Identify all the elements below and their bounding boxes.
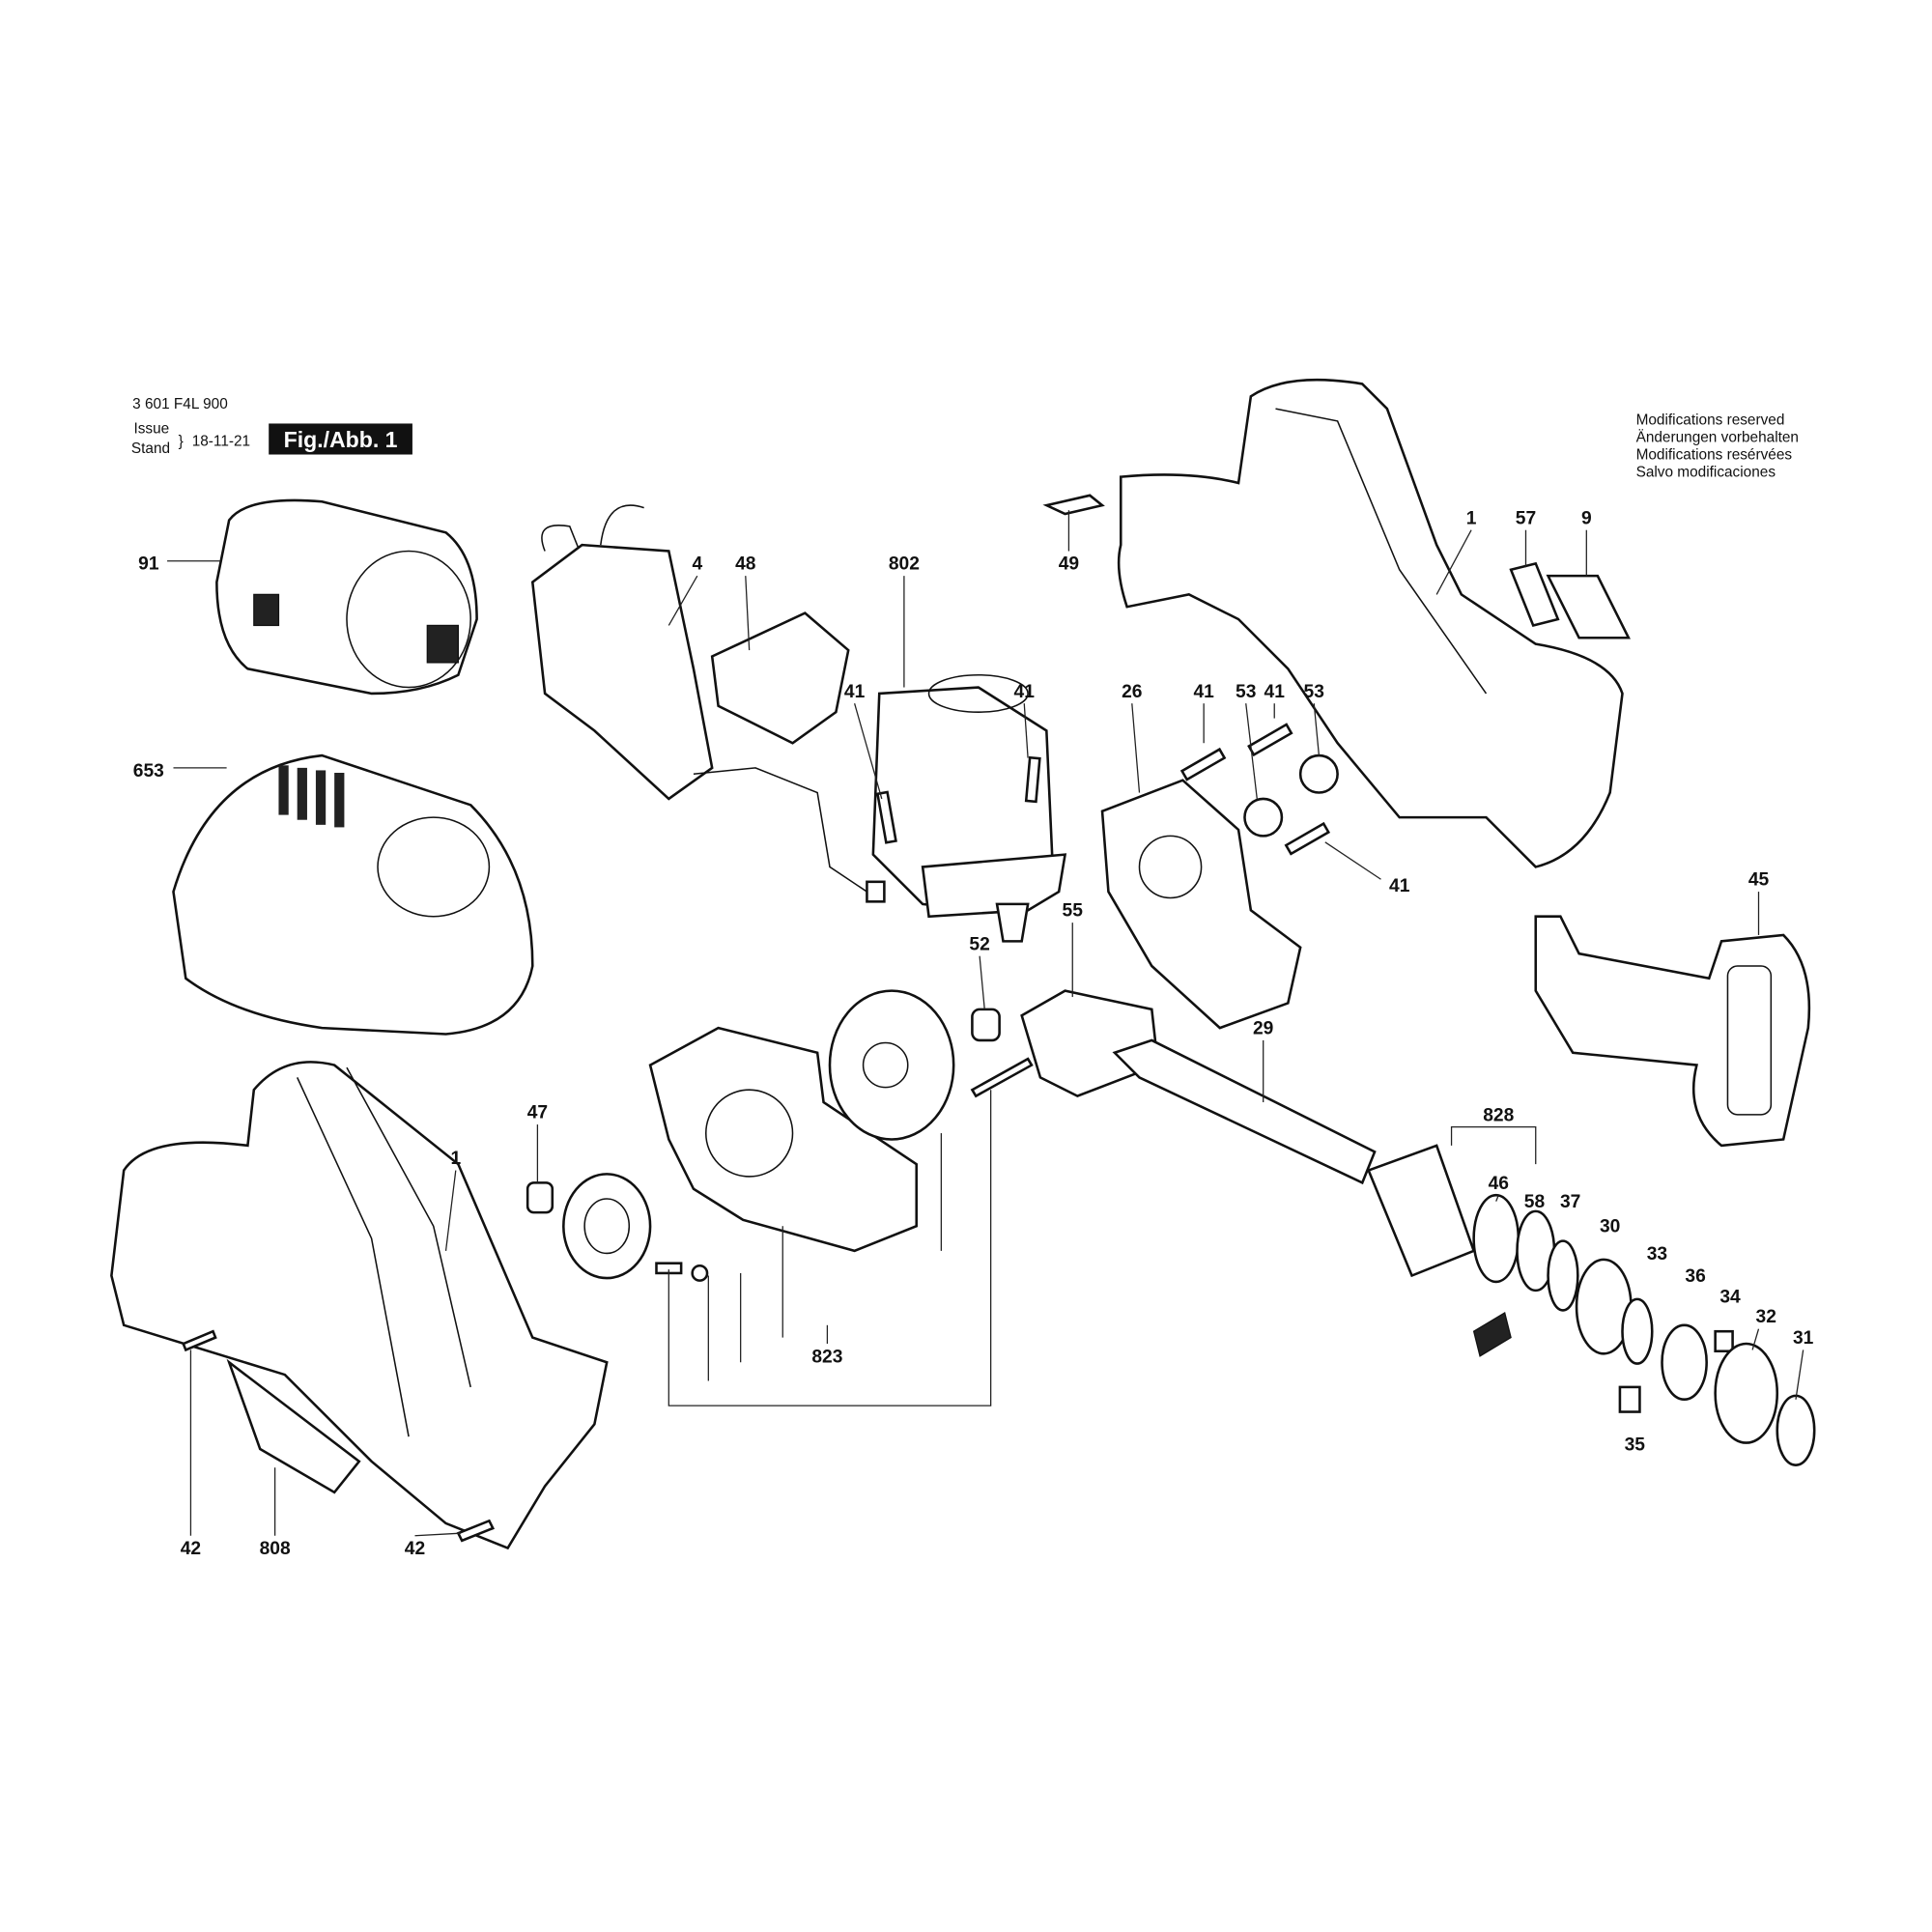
blade-clamp-45: [1534, 915, 1811, 1148]
callout-91: 91: [138, 554, 159, 575]
issue-label: Issue: [133, 421, 169, 438]
callout-33: 33: [1647, 1244, 1667, 1264]
rings-and-chuck: [1472, 1193, 1816, 1466]
callout-828: 828: [1483, 1105, 1514, 1125]
figure-label: Fig./Abb. 1: [284, 427, 398, 452]
screw-42-left: [182, 1329, 217, 1352]
callout-58: 58: [1524, 1192, 1546, 1212]
guide-55: [1020, 989, 1160, 1098]
brace: }: [179, 434, 184, 450]
callout-41: 41: [1014, 682, 1036, 702]
switch-4: [530, 504, 886, 903]
label-57: [1509, 561, 1560, 627]
callout-41: 41: [1389, 876, 1410, 896]
callout-46: 46: [1489, 1174, 1509, 1194]
callout-42: 42: [181, 1539, 201, 1559]
saw-assembled-1: [110, 1061, 609, 1550]
screw-42-right: [456, 1519, 496, 1543]
callout-41: 41: [1193, 682, 1214, 702]
stand-label: Stand: [131, 440, 170, 457]
callout-29: 29: [1253, 1019, 1273, 1039]
callout-9: 9: [1581, 508, 1592, 528]
charger-653: [172, 753, 534, 1036]
label-808: [226, 1358, 361, 1494]
callout-823: 823: [811, 1347, 842, 1367]
callout-1: 1: [450, 1149, 461, 1169]
plunger-29: [1112, 1038, 1377, 1185]
gear-housing-left: [648, 1026, 919, 1253]
callout-45: 45: [1748, 870, 1770, 891]
callout-35: 35: [1625, 1435, 1646, 1455]
pin: [970, 1057, 1034, 1098]
leader-lines: [167, 510, 1804, 1537]
callout-47: 47: [527, 1103, 548, 1123]
callout-30: 30: [1600, 1217, 1620, 1237]
notice-de: Änderungen vorbehalten: [1636, 430, 1799, 446]
screws-41: [875, 723, 1331, 856]
battery-pack-91: [215, 498, 478, 696]
figure-badge: [269, 423, 412, 455]
callout-37: 37: [1560, 1192, 1580, 1212]
callout-labels: 91 653 4 48 802 49 1 57 9 41 41 26 41 53…: [133, 508, 1814, 1559]
callout-52: 52: [969, 934, 989, 954]
notice-fr: Modifications resérvées: [1636, 447, 1793, 464]
sleeve-828: [1366, 1144, 1476, 1278]
callout-53: 53: [1236, 682, 1256, 702]
modifications-notice: Modifications reserved Änderungen vorbeh…: [1636, 412, 1799, 481]
gear-housing-26: [1100, 779, 1302, 1030]
callout-4: 4: [692, 554, 702, 575]
bushing-52: [971, 1008, 1001, 1042]
callout-31: 31: [1793, 1328, 1814, 1349]
callout-49: 49: [1059, 554, 1079, 575]
callout-802: 802: [889, 554, 920, 575]
callout-34: 34: [1719, 1288, 1741, 1308]
large-gear: [828, 989, 955, 1141]
callout-808: 808: [260, 1539, 291, 1559]
spring-clip-49: [1042, 494, 1105, 516]
bushings-53: [1243, 753, 1339, 838]
notice-en: Modifications reserved: [1636, 412, 1785, 429]
notice-es: Salvo modificaciones: [1636, 465, 1776, 481]
housing-half-right-1: [1117, 378, 1624, 868]
callout-57: 57: [1516, 508, 1536, 528]
callout-55: 55: [1063, 901, 1084, 922]
callout-48: 48: [735, 554, 756, 575]
callout-53: 53: [1304, 682, 1324, 702]
part-number: 3 601 F4L 900: [132, 396, 228, 412]
bearing-47: [526, 1173, 709, 1282]
callout-41: 41: [1264, 682, 1286, 702]
issue-date: 18-11-21: [192, 434, 250, 450]
callout-42: 42: [405, 1539, 425, 1559]
callout-36: 36: [1685, 1266, 1705, 1287]
motor-802: [871, 673, 1067, 943]
callout-653: 653: [133, 761, 164, 781]
callout-26: 26: [1122, 682, 1142, 702]
callout-1: 1: [1466, 508, 1477, 528]
callout-32: 32: [1756, 1307, 1776, 1327]
nameplate-9: [1546, 574, 1631, 639]
callout-41: 41: [844, 682, 866, 702]
cover-48: [710, 611, 850, 745]
